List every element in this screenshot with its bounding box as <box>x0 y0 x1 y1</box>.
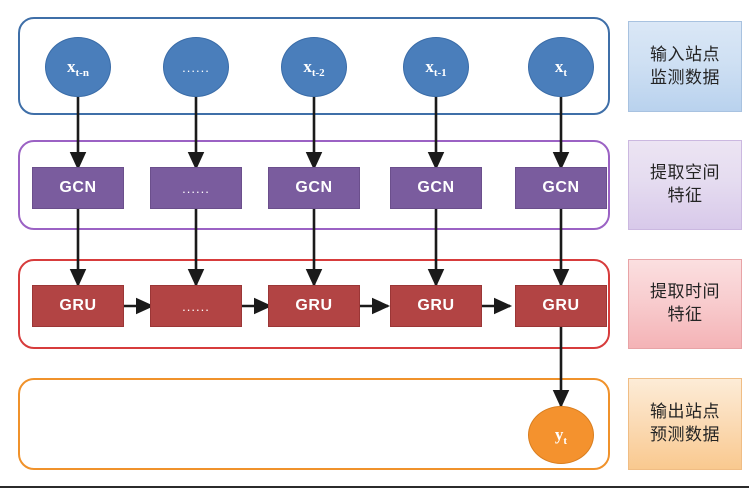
input-node-5-sub: t <box>563 67 568 79</box>
gru-block-2-label: ...... <box>182 298 210 314</box>
input-node-1-sub: t-n <box>75 67 89 79</box>
gcn-block-1[interactable]: GCN <box>32 167 124 209</box>
gcn-block-5[interactable]: GCN <box>515 167 607 209</box>
legend-label-spatial: 提取空间 特征 <box>650 163 720 205</box>
input-node-3-sub: t-2 <box>311 67 325 79</box>
legend-chip-spatial: 提取空间 特征 <box>628 140 742 230</box>
legend-label-input: 输入站点 监测数据 <box>650 44 720 87</box>
group-box-output <box>18 378 610 470</box>
gcn-block-3[interactable]: GCN <box>268 167 360 209</box>
input-node-4-sub: t-1 <box>433 67 447 79</box>
input-node-1[interactable]: xt-n <box>45 37 111 97</box>
gru-block-5[interactable]: GRU <box>515 285 607 327</box>
gru-block-1[interactable]: GRU <box>32 285 124 327</box>
input-node-5-label: xt <box>554 57 568 79</box>
output-node-yt[interactable]: yt <box>528 406 594 464</box>
bottom-divider <box>0 486 749 488</box>
gcn-block-4-label: GCN <box>417 179 455 196</box>
legend-chip-input: 输入站点 监测数据 <box>628 21 742 112</box>
gcn-block-1-label: GCN <box>59 179 97 196</box>
gcn-block-2-label: ...... <box>182 180 210 196</box>
legend-chip-output: 输出站点 预测数据 <box>628 378 742 470</box>
gru-block-3-label: GRU <box>295 297 333 314</box>
input-node-1-label: xt-n <box>67 57 89 79</box>
gru-block-4[interactable]: GRU <box>390 285 482 327</box>
gru-block-1-label: GRU <box>59 297 97 314</box>
gcn-block-4[interactable]: GCN <box>390 167 482 209</box>
gru-block-3[interactable]: GRU <box>268 285 360 327</box>
input-node-2-label: ...... <box>182 59 210 75</box>
gru-block-5-label: GRU <box>542 297 580 314</box>
gcn-block-5-label: GCN <box>542 179 580 196</box>
input-node-3-label: xt-2 <box>303 57 325 79</box>
input-node-3[interactable]: xt-2 <box>281 37 347 97</box>
legend-label-temporal: 提取时间 特征 <box>650 282 720 324</box>
output-node-sub: t <box>563 435 568 447</box>
legend-chip-temporal: 提取时间 特征 <box>628 259 742 349</box>
legend-label-output: 输出站点 预测数据 <box>650 402 720 444</box>
input-node-5[interactable]: xt <box>528 37 594 97</box>
output-node-label: yt <box>554 425 568 447</box>
gru-block-2[interactable]: ...... <box>150 285 242 327</box>
gcn-block-3-label: GCN <box>295 179 333 196</box>
gcn-block-2[interactable]: ...... <box>150 167 242 209</box>
input-node-4[interactable]: xt-1 <box>403 37 469 97</box>
input-node-2[interactable]: ...... <box>163 37 229 97</box>
input-node-4-label: xt-1 <box>425 57 447 79</box>
gru-block-4-label: GRU <box>417 297 455 314</box>
